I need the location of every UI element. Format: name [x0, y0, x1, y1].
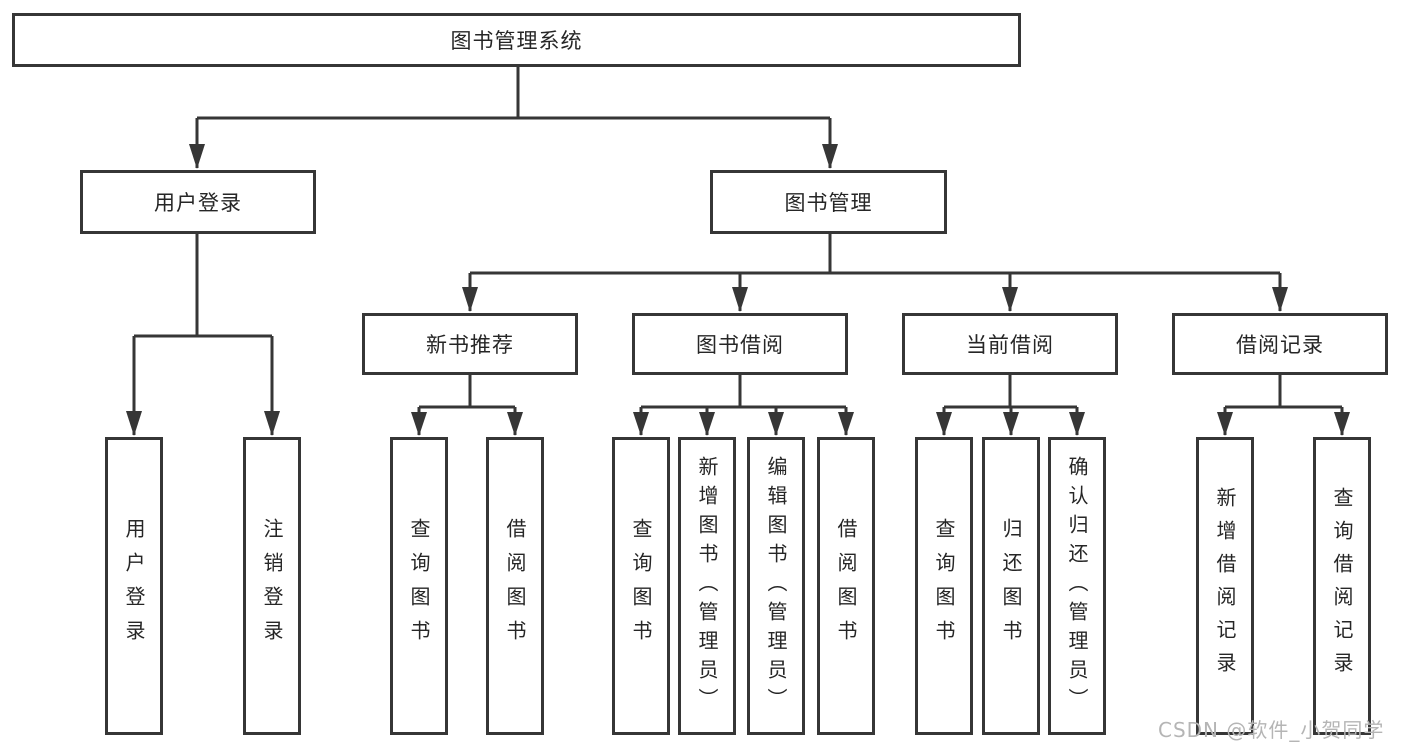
- node-current-borrow-label: 当前借阅: [966, 333, 1054, 357]
- node-root-label: 图书管理系统: [450, 29, 583, 53]
- arrowhead-leaf-edit-book: [768, 412, 784, 436]
- node-book-borrow-label: 图书借阅: [696, 333, 784, 357]
- leaf-add-borrow-record: 新增借阅记录: [1196, 437, 1254, 735]
- node-root-system: 图书管理系统: [12, 13, 1021, 67]
- node-book-mgmt: 图书管理: [710, 170, 947, 234]
- arrowhead-borrow-records: [1272, 287, 1288, 312]
- leaf-query-books-borrow: 查询图书: [612, 437, 670, 735]
- arrowhead-leaf-borrow2: [838, 412, 854, 436]
- leaf-logout-label: 注销登录: [260, 518, 284, 654]
- node-book-borrow: 图书借阅: [632, 313, 848, 375]
- leaf-edit-book-admin-label: 编辑图书（管理员）: [764, 455, 788, 717]
- leaf-query-books-newbook: 查询图书: [390, 437, 448, 735]
- node-book-mgmt-label: 图书管理: [784, 191, 873, 215]
- arrowhead-leaf-borrow1: [507, 412, 523, 436]
- arrowhead-book-mgmt: [822, 144, 838, 169]
- leaf-query-borrow-record: 查询借阅记录: [1313, 437, 1371, 735]
- arrowhead-leaf-query-record: [1334, 412, 1350, 436]
- leaf-query-books-current-label: 查询图书: [932, 518, 956, 654]
- leaf-confirm-return-admin-label: 确认归还（管理员）: [1065, 455, 1089, 717]
- leaf-user-login: 用户登录: [105, 437, 163, 735]
- leaf-user-login-label: 用户登录: [122, 518, 146, 654]
- leaf-confirm-return-admin: 确认归还（管理员）: [1048, 437, 1106, 735]
- arrowhead-leaf-query1: [411, 412, 427, 436]
- leaf-borrow-books-newbook-label: 借阅图书: [503, 518, 527, 654]
- node-user-login: 用户登录: [80, 170, 316, 234]
- arrowhead-leaf-return: [1003, 412, 1019, 436]
- leaf-return-book: 归还图书: [982, 437, 1040, 735]
- leaf-query-borrow-record-label: 查询借阅记录: [1330, 487, 1354, 685]
- node-new-book: 新书推荐: [362, 313, 578, 375]
- leaf-borrow-books-borrow: 借阅图书: [817, 437, 875, 735]
- leaf-logout: 注销登录: [243, 437, 301, 735]
- leaf-query-books-current: 查询图书: [915, 437, 973, 735]
- arrowhead-leaf-login: [126, 411, 142, 436]
- leaf-add-book-admin-label: 新增图书（管理员）: [695, 455, 719, 717]
- arrowhead-leaf-add-book: [699, 412, 715, 436]
- leaf-query-books-borrow-label: 查询图书: [629, 518, 653, 654]
- node-borrow-records: 借阅记录: [1172, 313, 1388, 375]
- arrowhead-current-borrow: [1002, 287, 1018, 312]
- arrowhead-leaf-logout: [264, 411, 280, 436]
- arrowhead-leaf-confirm-return: [1069, 412, 1085, 436]
- arrowhead-book-borrow: [732, 287, 748, 312]
- leaf-add-book-admin: 新增图书（管理员）: [678, 437, 736, 735]
- leaf-return-book-label: 归还图书: [999, 518, 1023, 654]
- node-new-book-label: 新书推荐: [426, 333, 514, 357]
- arrowhead-leaf-query2: [633, 412, 649, 436]
- arrowhead-leaf-query3: [936, 412, 952, 436]
- leaf-borrow-books-borrow-label: 借阅图书: [834, 518, 858, 654]
- leaf-borrow-books-newbook: 借阅图书: [486, 437, 544, 735]
- csdn-watermark: CSDN @软件_小贺同学: [1158, 718, 1385, 742]
- arrowhead-user-login: [189, 144, 205, 169]
- leaf-query-books-newbook-label: 查询图书: [407, 518, 431, 654]
- node-current-borrow: 当前借阅: [902, 313, 1118, 375]
- leaf-edit-book-admin: 编辑图书（管理员）: [747, 437, 805, 735]
- arrowhead-new-book: [462, 287, 478, 312]
- arrowhead-leaf-add-record: [1217, 412, 1233, 436]
- leaf-add-borrow-record-label: 新增借阅记录: [1213, 487, 1237, 685]
- node-user-login-label: 用户登录: [154, 191, 242, 215]
- node-borrow-records-label: 借阅记录: [1236, 333, 1324, 357]
